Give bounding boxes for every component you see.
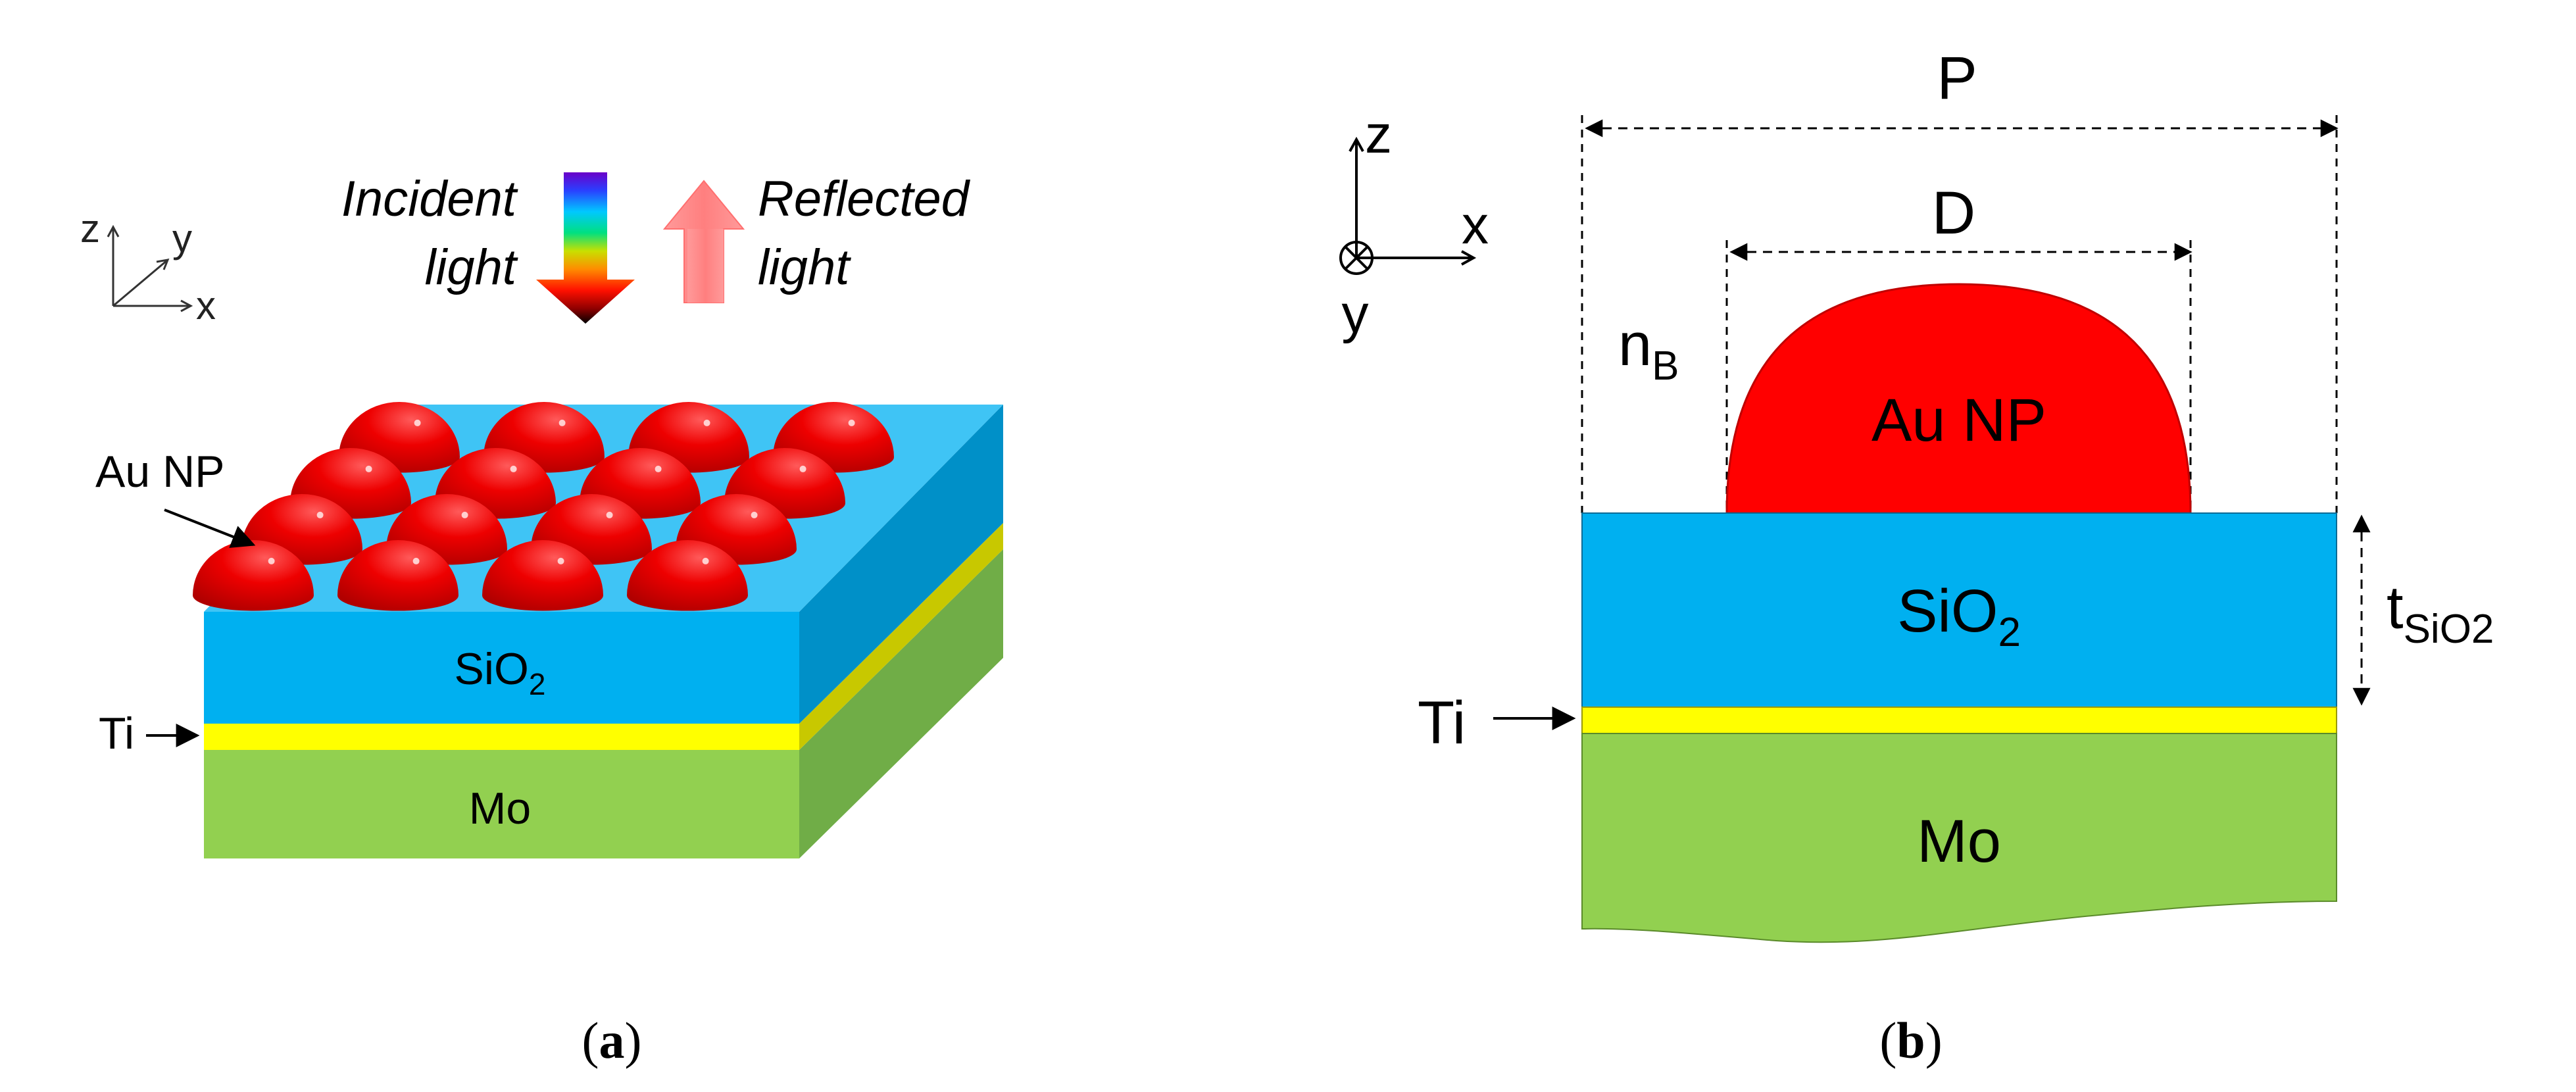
au-np-pointer (164, 509, 256, 548)
thickness-label: tSiO2 (2387, 574, 2494, 652)
axis-label-z-a: z (80, 207, 100, 251)
reflected-label-line1: Reflected (758, 171, 971, 227)
au-nanoparticle (193, 540, 314, 611)
au-nanoparticle (337, 540, 458, 611)
au-nanoparticle (627, 540, 748, 611)
caption-a: (a) (582, 1012, 642, 1069)
period-label: P (1937, 45, 1977, 112)
sio2-label-a: SiO2 (455, 644, 546, 701)
sio2-layer-front (204, 612, 799, 724)
axis-label-y-b: y (1342, 284, 1369, 344)
mo-layer-side (799, 549, 1003, 858)
ti-layer-b (1581, 707, 2337, 734)
incident-label-line2: light (425, 239, 518, 295)
sio2-layer-b (1581, 512, 2337, 708)
axes-triad-b (1339, 136, 1477, 275)
background-index-label: nB (1618, 311, 1679, 389)
ti-label-b: Ti (1418, 689, 1466, 757)
mo-substrate-b (1581, 733, 2337, 943)
mo-label-b: Mo (1917, 808, 2001, 875)
au-nanoparticle-array (193, 402, 894, 611)
panel-b: z x y P D nB Au NP SiO2 Mo Ti tSiO2 (b) (1339, 45, 2494, 1069)
axis-label-x-b: x (1462, 195, 1489, 255)
ti-layer-front (204, 724, 799, 750)
axis-label-y-a: y (172, 216, 192, 261)
diameter-label: D (1932, 180, 1975, 247)
sio2-layer-side (799, 405, 1003, 724)
axis-label-z-b: z (1365, 105, 1392, 164)
au-np-label-b: Au NP (1871, 387, 2046, 454)
mo-label-a: Mo (469, 783, 531, 833)
reflected-light-arrow-body (687, 229, 724, 303)
axis-label-x-a: x (196, 284, 216, 328)
axes-triad-a (107, 224, 193, 312)
sio2-label-b: SiO2 (1897, 578, 2021, 655)
caption-b: (b) (1879, 1012, 1942, 1069)
incident-light-arrow (536, 172, 635, 324)
incident-label-line1: Incident (341, 171, 518, 227)
panel-a: z y x Incident light Reflected light Au … (80, 171, 1003, 1069)
mo-layer-front (204, 750, 799, 858)
au-np-label-a: Au NP (95, 447, 225, 497)
reflected-label-line2: light (758, 239, 851, 295)
ti-label-a: Ti (99, 708, 134, 758)
ti-layer-side (799, 523, 1003, 750)
au-nanoparticle (482, 540, 603, 611)
au-nanoparticle-cross-section (1725, 283, 2192, 514)
